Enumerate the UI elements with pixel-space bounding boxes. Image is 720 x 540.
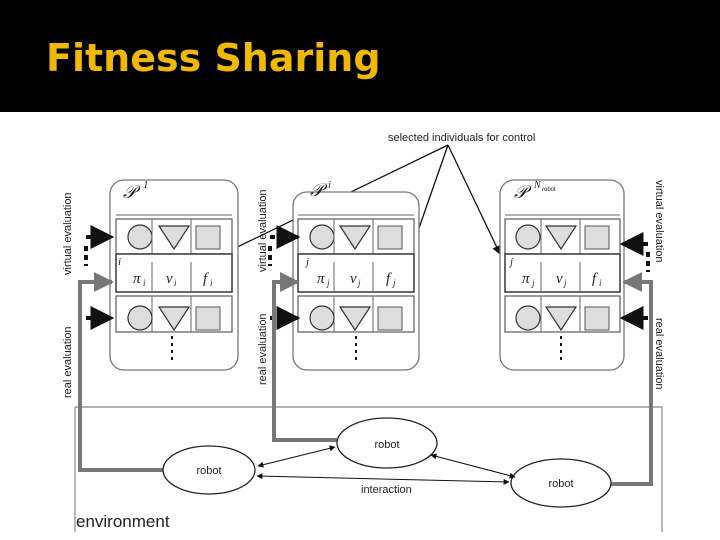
robot-label: robot <box>196 465 221 477</box>
individual-triangle-icon <box>544 306 578 332</box>
virtual-evaluation-label: virtual evaluation <box>62 192 74 275</box>
title-bar <box>0 0 720 112</box>
interaction-label: interaction <box>361 484 412 496</box>
environment-box: environment <box>74 406 663 532</box>
virtual-fitness-subscript: i <box>174 278 177 288</box>
virtual-fitness-symbol: v <box>350 271 357 287</box>
individual-square-icon <box>377 225 403 250</box>
individual-circle-icon <box>515 305 541 331</box>
environment-label: environment <box>76 512 170 531</box>
policy-symbol: π <box>317 271 325 287</box>
individual-square-icon <box>584 306 610 331</box>
individual-triangle-icon <box>338 306 372 332</box>
virtual-fitness-symbol: v <box>166 271 173 287</box>
robot-node: robot <box>162 445 256 495</box>
population-superscript: N <box>533 180 542 191</box>
virtual-evaluation-label: virtual evaluation <box>653 180 665 263</box>
individual-circle-icon <box>127 224 153 250</box>
individual-circle-icon <box>515 224 541 250</box>
interaction-arrows: interaction <box>256 445 516 496</box>
policy-symbol: π <box>133 271 141 287</box>
real-fitness-subscript: j <box>392 278 396 288</box>
individual-triangle-icon <box>157 225 191 251</box>
row-index: j <box>508 256 513 268</box>
population-superscript: i <box>328 179 331 191</box>
row-index: i <box>118 256 121 268</box>
real-fitness-symbol: f <box>203 271 209 287</box>
individual-square-icon <box>195 306 221 331</box>
real-fitness-subscript: i <box>599 278 602 288</box>
real-fitness-symbol: f <box>592 271 598 287</box>
individual-triangle-icon <box>338 225 372 251</box>
real-fitness-subscript: i <box>210 278 213 288</box>
selected-individuals-label: selected individuals for control <box>388 132 535 144</box>
population-i-panel: 𝒫 i j π j v j f j <box>292 179 420 371</box>
individual-square-icon <box>584 225 610 250</box>
robot-node: robot <box>510 458 612 508</box>
virtual-fitness-subscript: j <box>357 278 361 288</box>
population-nrobot-panel: 𝒫 N robot j π j v j f i <box>499 179 625 371</box>
real-evaluation-paths <box>78 272 653 486</box>
individual-circle-icon <box>309 305 335 331</box>
individual-square-icon <box>377 306 403 331</box>
robot-label: robot <box>374 439 399 451</box>
virtual-evaluation-label: virtual evaluation <box>257 189 269 272</box>
virtual-fitness-subscript: j <box>563 278 567 288</box>
real-fitness-symbol: f <box>386 271 392 287</box>
real-evaluation-label: real evaluation <box>62 326 74 398</box>
individual-triangle-icon <box>157 306 191 332</box>
row-index: j <box>304 256 309 268</box>
policy-subscript: i <box>143 278 146 288</box>
robot-label: robot <box>548 478 573 490</box>
policy-symbol: π <box>522 271 530 287</box>
policy-subscript: j <box>531 278 535 288</box>
population-superscript-sub: robot <box>542 187 556 193</box>
policy-subscript: j <box>326 278 330 288</box>
slide-title: Fitness Sharing <box>46 36 381 80</box>
individual-triangle-icon <box>544 225 578 251</box>
population-superscript: 1 <box>143 179 149 191</box>
individual-circle-icon <box>309 224 335 250</box>
virtual-fitness-symbol: v <box>556 271 563 287</box>
robot-node: robot <box>336 417 438 469</box>
real-evaluation-label: real evaluation <box>257 313 269 385</box>
population-1-panel: 𝒫 1 i π i v i f i <box>109 179 239 371</box>
individual-circle-icon <box>127 305 153 331</box>
individual-square-icon <box>195 225 221 250</box>
real-evaluation-label: real evaluation <box>653 318 665 390</box>
